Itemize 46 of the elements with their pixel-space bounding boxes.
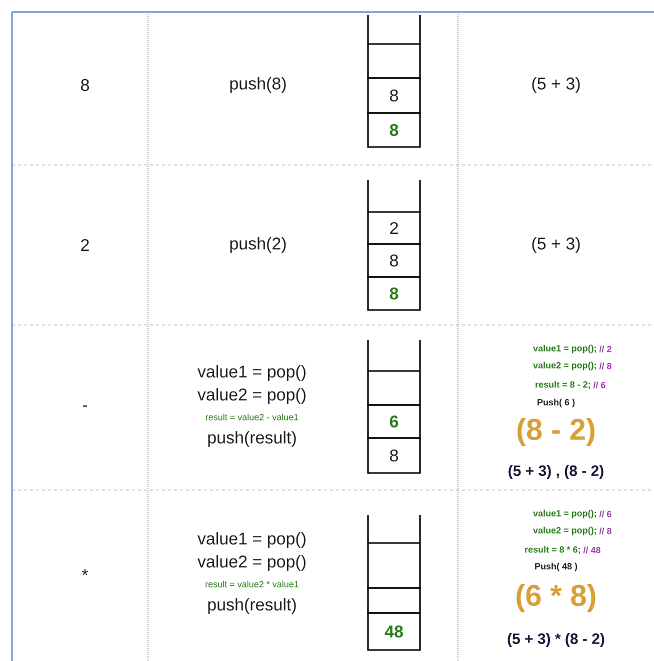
code-text: result = value2 - value1 [206, 414, 298, 420]
stack-slot: 8 [367, 77, 421, 114]
stack-slot: 8 [367, 276, 421, 311]
empty-stack-slot [367, 587, 421, 614]
code-line: value1 = pop(); [533, 510, 596, 518]
code-comment: // 8 [599, 528, 612, 534]
operation-text: push(2) [230, 237, 286, 253]
stack-slot: 8 [367, 437, 421, 474]
stack-slot: 8 [367, 243, 421, 278]
empty-stack-slot [367, 43, 421, 79]
code-comment: // 6 [599, 510, 612, 518]
code-text: result = value2 * value1 [206, 580, 298, 588]
code-line: Push( 48 ) [535, 562, 578, 572]
code-comment: // 2 [599, 346, 612, 352]
expression-text: (5 + 3) * (8 - 2) [508, 633, 604, 647]
code-line: value2 = pop(); [533, 362, 596, 370]
code-text: push(result) [208, 431, 296, 447]
code-text: value1 = pop() [197, 532, 306, 548]
code-text: push(result) [208, 598, 296, 614]
stack-slot: 6 [367, 404, 421, 439]
step-token: 2 [81, 239, 89, 251]
code-text: value1 = pop() [197, 365, 306, 381]
highlighted-expression: (8 - 2) [518, 418, 594, 446]
code-text: value2 = pop() [197, 388, 306, 404]
expression-text: (5 + 3) [532, 77, 580, 93]
code-line: result = 8 * 6; [525, 546, 580, 554]
code-line: value1 = pop(); [533, 344, 596, 354]
empty-stack-slot [367, 370, 421, 406]
step-token: - [82, 405, 88, 407]
highlighted-expression: (6 * 8) [516, 584, 596, 612]
stack-slot: 2 [367, 211, 421, 245]
code-comment: // 6 [593, 382, 606, 388]
expression-text: (5 + 3) [532, 237, 580, 253]
operation-text: push(8) [230, 77, 286, 93]
step-token: * [82, 569, 88, 576]
expression-text: (5 + 3) , (8 - 2) [508, 465, 604, 479]
code-comment: // 48 [583, 546, 600, 554]
empty-stack-slot [367, 542, 421, 589]
code-line: Push( 6 ) [538, 398, 575, 408]
code-comment: // 8 [599, 362, 612, 370]
code-text: value2 = pop() [197, 555, 306, 571]
step-token: 8 [81, 78, 89, 92]
stack-slot: 8 [367, 112, 421, 148]
code-line: value2 = pop(); [533, 526, 596, 536]
stack-slot: 48 [367, 612, 421, 651]
code-line: result = 8 - 2; [536, 381, 590, 389]
